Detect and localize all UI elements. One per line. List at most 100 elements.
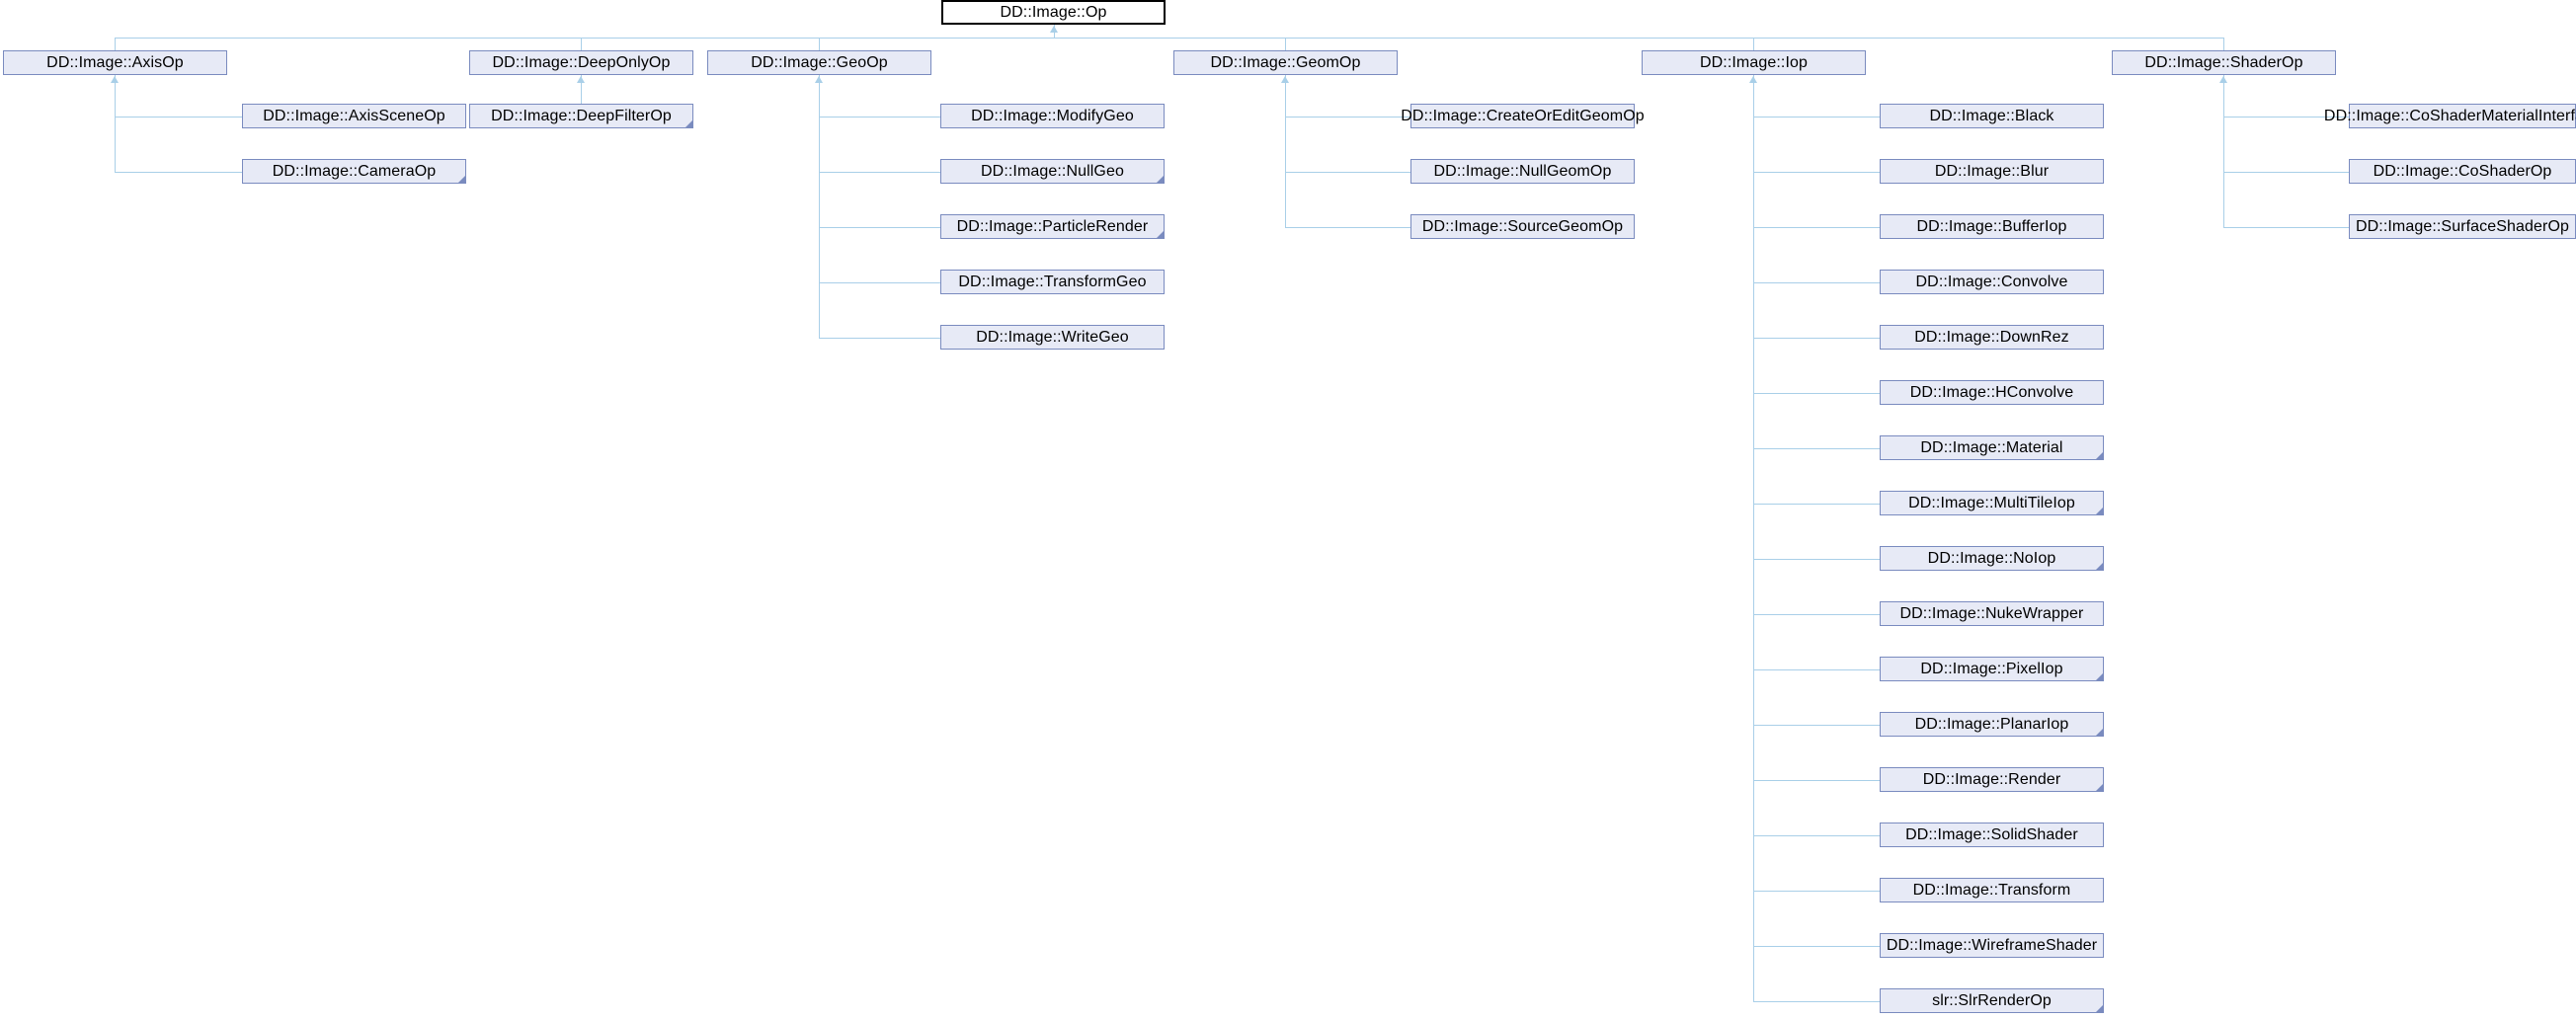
- edge-parent-stem-deeponlyop: [581, 38, 582, 50]
- edge-branch-shaderop-1: [2223, 171, 2349, 173]
- edge-parent-stem-shaderop: [2223, 38, 2224, 50]
- edge-spine-axisop: [115, 75, 116, 172]
- node-child-shaderop-0[interactable]: DD::Image::CoShaderMaterialInterface: [2324, 104, 2576, 128]
- edge-branch-iop-3: [1753, 281, 1880, 283]
- node-child-geoop-2[interactable]: DD::Image::ParticleRender: [940, 214, 1165, 239]
- node-label: DD::Image::Transform: [1912, 881, 2071, 899]
- node-label: DD::Image::SurfaceShaderOp: [2355, 217, 2570, 235]
- node-child-iop-6[interactable]: DD::Image::Material: [1880, 435, 2104, 460]
- node-child-iop-11[interactable]: DD::Image::PlanarIop: [1880, 712, 2104, 737]
- node-label: DD::Image::WireframeShader: [1886, 936, 2098, 954]
- node-label: DD::Image::GeoOp: [751, 53, 888, 71]
- node-label: DD::Image::Op: [1000, 3, 1107, 21]
- edge-branch-geoop-3: [819, 281, 940, 283]
- edge-branch-geoop-1: [819, 171, 940, 173]
- node-label: DD::Image::CoShaderMaterialInterface: [2323, 107, 2576, 124]
- edge-branch-shaderop-0: [2223, 116, 2349, 118]
- node-parent-deeponlyop[interactable]: DD::Image::DeepOnlyOp: [469, 50, 693, 75]
- node-label: DD::Image::GeomOp: [1210, 53, 1361, 71]
- edge-branch-iop-13: [1753, 834, 1880, 836]
- node-child-geoop-0[interactable]: DD::Image::ModifyGeo: [940, 104, 1165, 128]
- node-label: DD::Image::DownRez: [1914, 328, 2069, 346]
- node-child-iop-2[interactable]: DD::Image::BufferIop: [1880, 214, 2104, 239]
- node-label: DD::Image::ModifyGeo: [971, 107, 1134, 124]
- node-child-iop-12[interactable]: DD::Image::Render: [1880, 767, 2104, 792]
- node-child-geoop-1[interactable]: DD::Image::NullGeo: [940, 159, 1165, 184]
- node-child-geoop-4[interactable]: DD::Image::WriteGeo: [940, 325, 1165, 350]
- node-child-iop-9[interactable]: DD::Image::NukeWrapper: [1880, 601, 2104, 626]
- node-label: DD::Image::ParticleRender: [956, 217, 1149, 235]
- edge-branch-geomop-1: [1285, 171, 1410, 173]
- node-child-iop-4[interactable]: DD::Image::DownRez: [1880, 325, 2104, 350]
- edge-spine-shaderop: [2223, 75, 2224, 227]
- edge-branch-shaderop-2: [2223, 226, 2349, 228]
- edge-branch-iop-8: [1753, 558, 1880, 560]
- node-label: DD::Image::SolidShader: [1905, 825, 2078, 843]
- node-parent-geomop[interactable]: DD::Image::GeomOp: [1173, 50, 1398, 75]
- edge-parent-stem-geoop: [819, 38, 820, 50]
- node-child-axisop-0[interactable]: DD::Image::AxisSceneOp: [242, 104, 466, 128]
- node-label: DD::Image::ShaderOp: [2144, 53, 2303, 71]
- node-child-iop-15[interactable]: DD::Image::WireframeShader: [1880, 933, 2104, 958]
- node-parent-axisop[interactable]: DD::Image::AxisOp: [3, 50, 227, 75]
- node-child-shaderop-1[interactable]: DD::Image::CoShaderOp: [2349, 159, 2576, 184]
- node-child-iop-5[interactable]: DD::Image::HConvolve: [1880, 380, 2104, 405]
- edge-branch-iop-0: [1753, 116, 1880, 118]
- edge-branch-iop-16: [1753, 1000, 1880, 1002]
- node-child-iop-0[interactable]: DD::Image::Black: [1880, 104, 2104, 128]
- node-label: DD::Image::PlanarIop: [1914, 715, 2069, 733]
- node-label: DD::Image::NukeWrapper: [1899, 604, 2084, 622]
- node-child-iop-8[interactable]: DD::Image::NoIop: [1880, 546, 2104, 571]
- node-label: DD::Image::DeepFilterOp: [491, 107, 672, 124]
- node-child-iop-14[interactable]: DD::Image::Transform: [1880, 878, 2104, 902]
- edge-branch-axisop-1: [115, 171, 242, 173]
- edge-branch-geoop-2: [819, 226, 940, 228]
- node-child-geomop-2[interactable]: DD::Image::SourceGeomOp: [1410, 214, 1635, 239]
- node-child-deeponlyop-0[interactable]: DD::Image::DeepFilterOp: [469, 104, 693, 128]
- node-label: DD::Image::NullGeo: [981, 162, 1124, 180]
- node-label: DD::Image::Iop: [1699, 53, 1808, 71]
- edge-branch-iop-10: [1753, 668, 1880, 670]
- edge-branch-iop-12: [1753, 779, 1880, 781]
- edge-spine-geoop: [819, 75, 820, 338]
- node-label: DD::Image::TransformGeo: [958, 273, 1147, 290]
- node-label: DD::Image::Black: [1929, 107, 2054, 124]
- node-parent-shaderop[interactable]: DD::Image::ShaderOp: [2112, 50, 2336, 75]
- edge-branch-iop-7: [1753, 503, 1880, 505]
- node-label: DD::Image::MultiTileIop: [1908, 494, 2075, 511]
- node-label: DD::Image::Convolve: [1915, 273, 2068, 290]
- node-child-geomop-1[interactable]: DD::Image::NullGeomOp: [1410, 159, 1635, 184]
- edge-branch-geomop-0: [1285, 116, 1410, 118]
- edge-branch-geoop-0: [819, 116, 940, 118]
- node-child-iop-16[interactable]: slr::SlrRenderOp: [1880, 988, 2104, 1013]
- node-child-shaderop-2[interactable]: DD::Image::SurfaceShaderOp: [2349, 214, 2576, 239]
- node-child-iop-1[interactable]: DD::Image::Blur: [1880, 159, 2104, 184]
- node-label: DD::Image::NoIop: [1927, 549, 2056, 567]
- edge-spine-deeponlyop: [581, 75, 582, 117]
- node-child-iop-10[interactable]: DD::Image::PixelIop: [1880, 657, 2104, 681]
- edge-branch-iop-5: [1753, 392, 1880, 394]
- node-label: DD::Image::WriteGeo: [976, 328, 1129, 346]
- node-child-axisop-1[interactable]: DD::Image::CameraOp: [242, 159, 466, 184]
- node-label: DD::Image::Render: [1922, 770, 2061, 788]
- node-parent-geoop[interactable]: DD::Image::GeoOp: [707, 50, 931, 75]
- node-parent-iop[interactable]: DD::Image::Iop: [1642, 50, 1866, 75]
- node-label: DD::Image::AxisOp: [46, 53, 184, 71]
- node-child-iop-7[interactable]: DD::Image::MultiTileIop: [1880, 491, 2104, 515]
- edge-spine-iop: [1753, 75, 1754, 1001]
- edge-spine-geomop: [1285, 75, 1286, 227]
- arrow-into-root: [1049, 26, 1058, 33]
- edge-trunk: [115, 38, 2223, 39]
- node-label: DD::Image::CoShaderOp: [2373, 162, 2552, 180]
- node-label: slr::SlrRenderOp: [1932, 991, 2052, 1009]
- node-child-geoop-3[interactable]: DD::Image::TransformGeo: [940, 270, 1165, 294]
- edge-branch-geoop-4: [819, 337, 940, 339]
- node-child-geomop-0[interactable]: DD::Image::CreateOrEditGeomOp: [1401, 104, 1645, 128]
- node-label: DD::Image::PixelIop: [1920, 660, 2063, 677]
- node-root-DD::Image::Op[interactable]: DD::Image::Op: [941, 0, 1166, 25]
- edge-parent-stem-geomop: [1285, 38, 1286, 50]
- edge-parent-stem-axisop: [115, 38, 116, 50]
- edge-branch-axisop-0: [115, 116, 242, 118]
- node-child-iop-3[interactable]: DD::Image::Convolve: [1880, 270, 2104, 294]
- node-child-iop-13[interactable]: DD::Image::SolidShader: [1880, 823, 2104, 847]
